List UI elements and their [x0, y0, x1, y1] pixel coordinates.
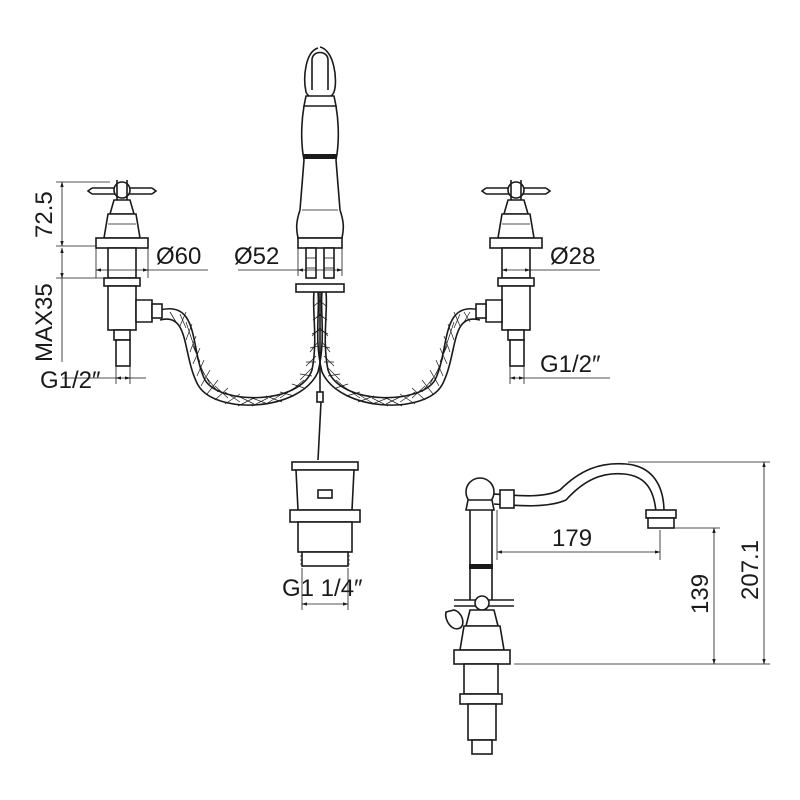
center-spout	[295, 46, 345, 461]
dim-label-72-5: 72.5	[31, 191, 58, 238]
right-valve	[475, 180, 552, 367]
dim-label-dia28: Ø28	[550, 243, 595, 270]
dim-label-dia60: Ø60	[156, 243, 201, 270]
braided-hoses	[159, 291, 481, 407]
dim-label-g1-1-4: G1 1/4″	[282, 575, 363, 602]
side-view-faucet	[444, 462, 677, 755]
dim-label-g12-right: G1/2″	[540, 351, 601, 378]
dim-label-179: 179	[552, 525, 592, 552]
waste-drain	[289, 461, 361, 567]
dim-label-max35: MAX35	[31, 283, 58, 362]
dim-label-dia52: Ø52	[234, 243, 279, 270]
dim-label-g12-left: G1/2″	[40, 367, 101, 394]
dim-label-139: 139	[687, 574, 714, 614]
dimension-lines	[56, 181, 770, 665]
dim-label-207-1: 207.1	[737, 540, 764, 600]
left-valve	[86, 180, 163, 367]
